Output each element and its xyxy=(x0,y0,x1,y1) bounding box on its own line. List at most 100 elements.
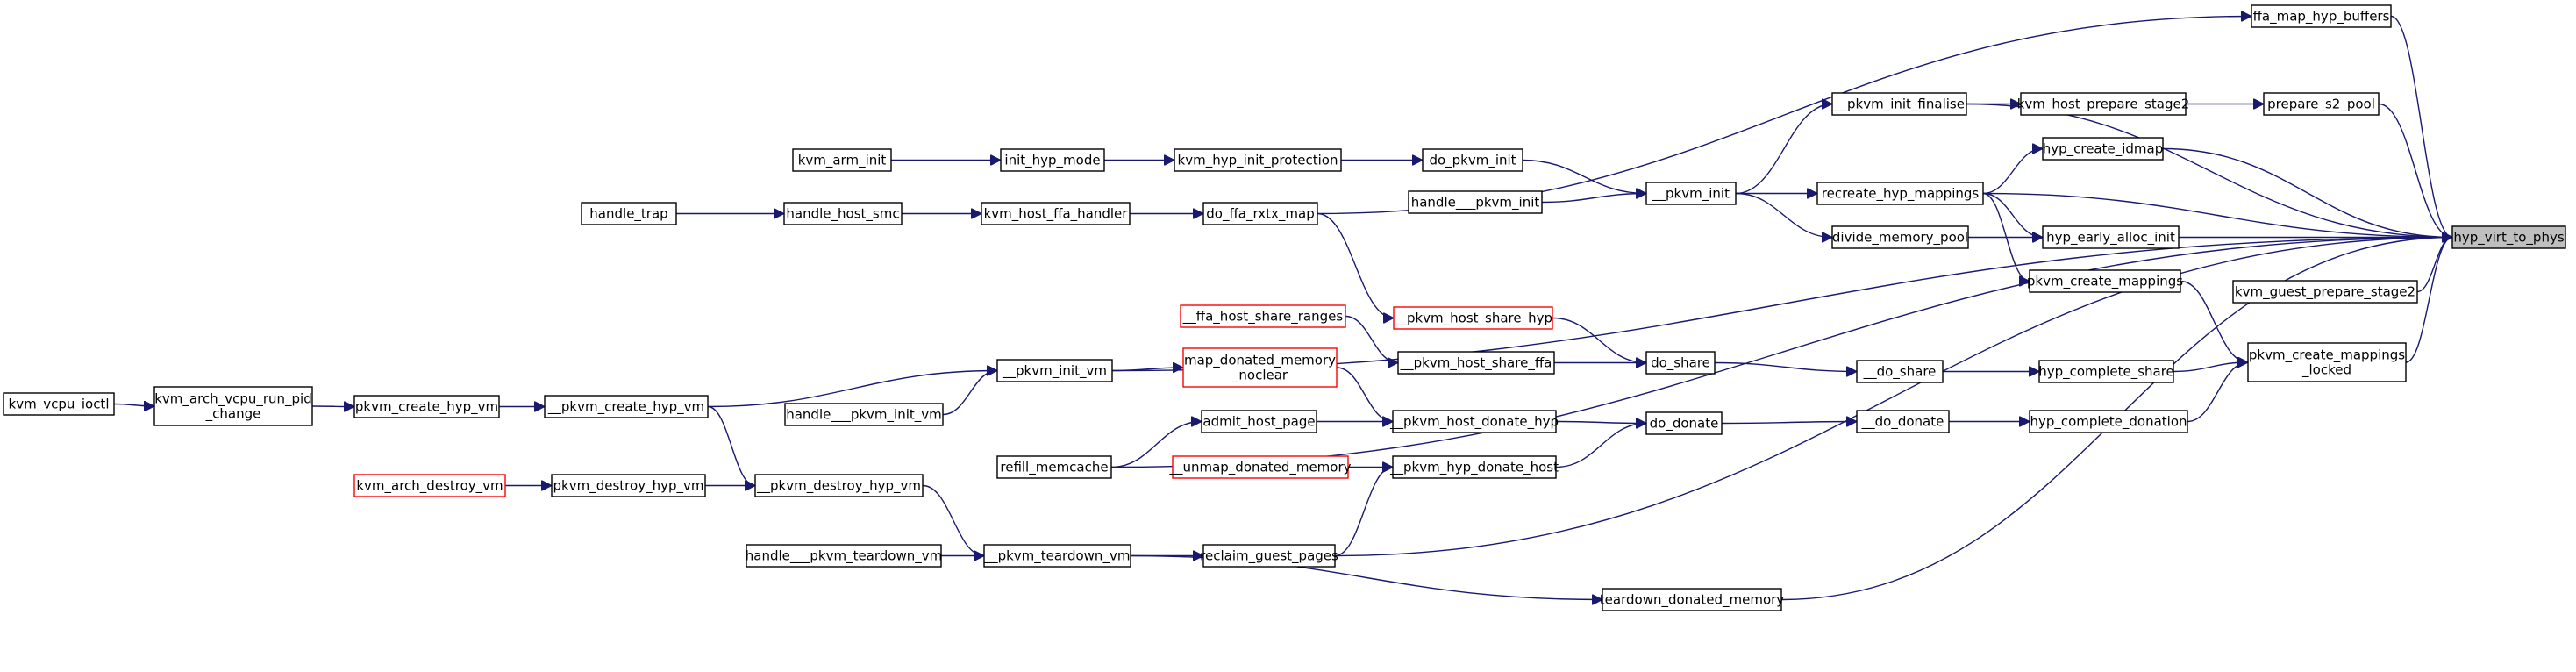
node-pkvm-create-hyp-vm[interactable]: __pkvm_create_hyp_vm xyxy=(544,395,709,418)
node-admit-host-page[interactable]: admit_host_page xyxy=(1201,410,1317,433)
node-label: __pkvm_host_share_ffa xyxy=(1400,355,1552,372)
node-label: pkvm_create_hyp_vm xyxy=(355,399,498,416)
node-kvm-guest-prepare-stage2[interactable]: kvm_guest_prepare_stage2 xyxy=(2232,280,2418,304)
node-box xyxy=(1422,148,1523,172)
edge-pkvm-init-vm-to-map-donated-memory-noclear xyxy=(1111,368,1183,371)
node-hyp-create-idmap[interactable]: hyp_create_idmap xyxy=(2042,137,2164,161)
node-hyp-complete-donation[interactable]: hyp_complete_donation xyxy=(2029,410,2188,433)
node-pkvm-create-mappings-locked[interactable]: pkvm_create_mappings_locked xyxy=(2247,342,2407,382)
node-box xyxy=(1174,148,1342,172)
node-do-pkvm-init[interactable]: do_pkvm_init xyxy=(1422,148,1523,172)
edge-map-donated-memory-noclear-to-pkvm-host-donate-hyp xyxy=(1336,367,1394,422)
node-handle-pkvm-init[interactable]: handle___pkvm_init xyxy=(1408,190,1543,214)
node-label: refill_memcache xyxy=(1000,460,1108,476)
node-kvm-host-ffa-handler[interactable]: kvm_host_ffa_handler xyxy=(981,202,1131,225)
node-label: hyp_create_idmap xyxy=(2043,141,2164,158)
node-hyp-complete-share[interactable]: hyp_complete_share xyxy=(2038,360,2174,383)
node-label: init_hyp_mode xyxy=(1004,153,1100,169)
node-box xyxy=(1202,544,1336,568)
node-box xyxy=(2042,137,2164,161)
node-box xyxy=(754,474,924,497)
node-kvm-host-prepare-stage2[interactable]: kvm_host_prepare_stage2 xyxy=(2017,92,2190,116)
node-box xyxy=(1408,190,1543,214)
node-box xyxy=(153,386,313,426)
node-pkvm-init-finalise[interactable]: __pkvm_init_finalise xyxy=(1831,92,1967,116)
node-label: do_donate xyxy=(1650,416,1719,433)
node-box xyxy=(1645,182,1737,205)
node-box xyxy=(1202,202,1318,225)
node-label: handle_trap xyxy=(589,206,667,223)
node-do-donate[interactable]: do_donate xyxy=(1645,411,1723,435)
node-kvm-arch-destroy-vm[interactable]: kvm_arch_destroy_vm xyxy=(353,474,506,497)
node-kvm-arch-vcpu-run-pid-change[interactable]: kvm_arch_vcpu_run_pid_change xyxy=(153,386,313,426)
node-label: __pkvm_hyp_donate_host xyxy=(1389,460,1559,476)
node-pkvm-create-hyp-vm[interactable]: pkvm_create_hyp_vm xyxy=(353,395,500,418)
node-divide-memory-pool[interactable]: divide_memory_pool xyxy=(1831,225,1969,249)
node-pkvm-host-donate-hyp[interactable]: __pkvm_host_donate_hyp xyxy=(1389,410,1559,433)
node-hyp-virt-to-phys[interactable]: hyp_virt_to_phys xyxy=(2451,225,2566,249)
node-do-ffa-rxtx-map[interactable]: do_ffa_rxtx_map xyxy=(1202,202,1318,225)
node-pkvm-create-mappings[interactable]: pkvm_create_mappings xyxy=(2027,269,2183,293)
node-reclaim-guest-pages[interactable]: reclaim_guest_pages xyxy=(1200,544,1338,568)
node-do-share[interactable]: do_share xyxy=(1645,351,1716,375)
node-handle-pkvm-init-vm[interactable]: handle___pkvm_init_vm xyxy=(784,403,944,426)
node-pkvm-host-share-ffa[interactable]: __pkvm_host_share_ffa xyxy=(1397,351,1555,375)
edge-hyp-complete-donation-to-pkvm-create-mappings-locked xyxy=(2187,362,2249,423)
edge-refill-memcache-to-admit-host-page xyxy=(1110,422,1202,468)
node-unmap-donated-memory[interactable]: __unmap_donated_memory xyxy=(1168,455,1352,479)
node-box xyxy=(2029,410,2188,433)
node-box xyxy=(1393,306,1553,330)
edge-reclaim-guest-pages-to-pkvm-hyp-donate-host xyxy=(1334,468,1394,557)
node-pkvm-hyp-donate-host[interactable]: __pkvm_hyp_donate_host xyxy=(1389,455,1559,479)
node-prepare-s2-pool[interactable]: prepare_s2_pool xyxy=(2263,92,2380,116)
node-kvm-vcpu-ioctl[interactable]: kvm_vcpu_ioctl xyxy=(3,392,115,416)
node-refill-memcache[interactable]: refill_memcache xyxy=(996,455,1112,479)
node-label: pkvm_create_mappings xyxy=(2249,347,2405,364)
node-do-donate[interactable]: __do_donate xyxy=(1856,410,1950,433)
node-ffa-host-share-ranges[interactable]: __ffa_host_share_ranges xyxy=(1180,304,1346,328)
node-init-hyp-mode[interactable]: init_hyp_mode xyxy=(1000,148,1105,172)
node-handle-host-smc[interactable]: handle_host_smc xyxy=(783,202,903,225)
node-label: map_donated_memory xyxy=(1184,353,1336,369)
node-handle-trap[interactable]: handle_trap xyxy=(581,202,677,225)
edge-handle-pkvm-init-vm-to-pkvm-init-vm xyxy=(942,371,998,416)
node-label: _locked xyxy=(2301,362,2351,379)
node-box xyxy=(353,474,506,497)
node-pkvm-destroy-hyp-vm[interactable]: pkvm_destroy_hyp_vm xyxy=(551,474,706,497)
node-box xyxy=(983,544,1131,568)
node-label: divide_memory_pool xyxy=(1832,230,1968,247)
node-label: handle___pkvm_init xyxy=(1411,195,1540,211)
node-label: kvm_hyp_init_protection xyxy=(1178,153,1338,169)
node-recreate-hyp-mappings[interactable]: recreate_hyp_mappings xyxy=(1816,182,1984,205)
node-pkvm-teardown-vm[interactable]: __pkvm_teardown_vm xyxy=(983,544,1131,568)
node-label: kvm_arm_init xyxy=(798,153,887,169)
node-do-share[interactable]: __do_share xyxy=(1856,360,1944,383)
node-handle-pkvm-teardown-vm[interactable]: handle___pkvm_teardown_vm xyxy=(746,544,943,568)
node-pkvm-init-vm[interactable]: __pkvm_init_vm xyxy=(996,359,1113,382)
node-pkvm-host-share-hyp[interactable]: __pkvm_host_share_hyp xyxy=(1393,306,1553,330)
node-label: do_ffa_rxtx_map xyxy=(1206,206,1314,223)
node-box xyxy=(353,395,500,418)
node-label: kvm_vcpu_ioctl xyxy=(9,397,110,413)
node-pkvm-destroy-hyp-vm[interactable]: __pkvm_destroy_hyp_vm xyxy=(754,474,924,497)
node-box xyxy=(2263,92,2380,116)
node-teardown-donated-memory[interactable]: teardown_donated_memory xyxy=(1600,588,1785,611)
edge-refill-memcache-to-hyp-virt-to-phys xyxy=(1110,238,2452,468)
edge-handle-pkvm-init-to-pkvm-init xyxy=(1541,194,1646,204)
edge-hyp-complete-share-to-pkvm-create-mappings-locked xyxy=(2173,362,2248,373)
node-label: __unmap_donated_memory xyxy=(1168,460,1351,476)
node-box xyxy=(1180,304,1346,328)
edge-kvm-arch-vcpu-run-pid-change-to-pkvm-create-hyp-vm xyxy=(311,406,354,407)
node-pkvm-init[interactable]: __pkvm_init xyxy=(1645,182,1737,205)
node-box xyxy=(1831,225,1969,249)
node-box xyxy=(1172,455,1349,479)
node-map-donated-memory-noclear[interactable]: map_donated_memory_noclear xyxy=(1182,347,1338,388)
node-ffa-map-hyp-buffers[interactable]: ffa_map_hyp_buffers xyxy=(2251,4,2392,28)
node-label: _change xyxy=(205,406,261,423)
node-kvm-arm-init[interactable]: kvm_arm_init xyxy=(792,148,892,172)
node-label: __pkvm_create_hyp_vm xyxy=(547,399,704,416)
node-hyp-early-alloc-init[interactable]: hyp_early_alloc_init xyxy=(2042,225,2180,249)
edge-pkvm-host-donate-hyp-to-do-donate xyxy=(1555,422,1646,424)
node-kvm-hyp-init-protection[interactable]: kvm_hyp_init_protection xyxy=(1174,148,1342,172)
